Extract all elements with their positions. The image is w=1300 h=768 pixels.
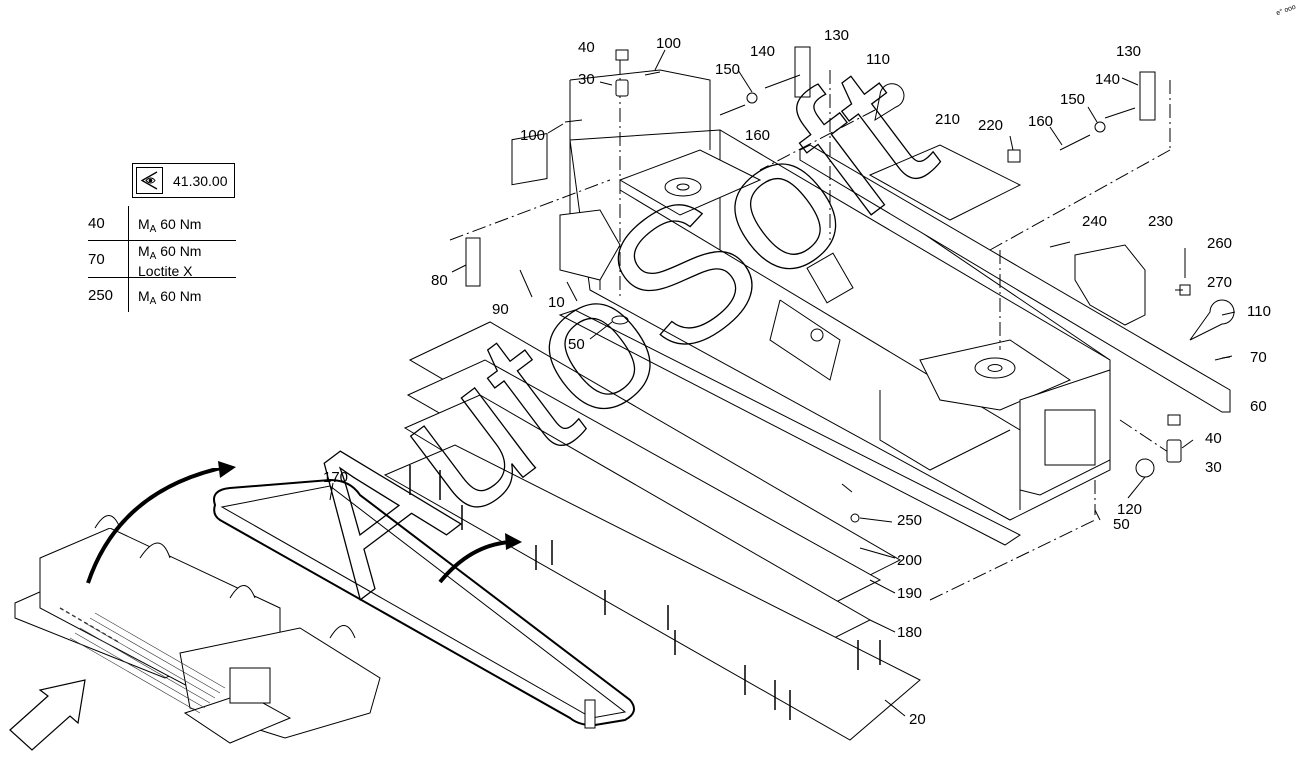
callout-70[interactable]: 70 <box>1250 349 1267 366</box>
arrow-head-lower <box>505 533 522 550</box>
callout-110[interactable]: 110 <box>866 51 890 68</box>
reference-code: 41.30.00 <box>173 173 228 189</box>
main-frame-part-10 <box>559 69 1111 521</box>
bracket-230 <box>1074 244 1146 326</box>
callout-190[interactable]: 190 <box>897 585 923 602</box>
seal-strip-50 <box>558 309 1021 546</box>
callout-150[interactable]: 150 <box>1060 91 1086 108</box>
callout-60[interactable]: 60 <box>1250 398 1267 415</box>
callout-170[interactable]: 170 <box>323 469 349 486</box>
callout-30[interactable]: 30 <box>1205 459 1222 476</box>
table-row: 40 MA 60 Nm <box>88 206 236 241</box>
arrow-head-upper <box>218 461 236 478</box>
callout-150[interactable]: 150 <box>715 61 741 78</box>
curved-arrow-lower <box>438 540 511 584</box>
seal-ring-170 <box>213 478 635 727</box>
callout-10[interactable]: 10 <box>548 294 565 311</box>
callout-110[interactable]: 110 <box>1247 303 1271 320</box>
table-pos: 70 <box>88 251 105 268</box>
callout-260[interactable]: 260 <box>1207 235 1233 252</box>
callout-140[interactable]: 140 <box>1095 71 1121 88</box>
callout-100[interactable]: 100 <box>656 35 682 52</box>
callout-40[interactable]: 40 <box>578 39 595 56</box>
table-pos: 250 <box>88 287 114 304</box>
callout-210[interactable]: 210 <box>935 111 961 128</box>
table-pos: 40 <box>88 215 105 232</box>
callout-40[interactable]: 40 <box>1205 430 1222 447</box>
callout-130[interactable]: 130 <box>1116 43 1142 60</box>
callout-120[interactable]: 120 <box>1117 501 1143 518</box>
table-row: 250 MA 60 Nm <box>88 278 236 312</box>
callout-250[interactable]: 250 <box>897 512 923 529</box>
callout-130[interactable]: 130 <box>824 27 850 44</box>
base-plate-20 <box>383 444 921 741</box>
callout-50[interactable]: 50 <box>1113 516 1130 533</box>
callout-200[interactable]: 200 <box>897 552 923 569</box>
view-direction-arrow <box>9 679 86 751</box>
callout-30[interactable]: 30 <box>578 71 595 88</box>
table-note: Loctite X <box>138 263 193 279</box>
callout-160[interactable]: 160 <box>1028 113 1054 130</box>
callout-100[interactable]: 100 <box>520 127 546 144</box>
callout-240[interactable]: 240 <box>1082 213 1108 230</box>
callout-90[interactable]: 90 <box>492 301 509 318</box>
studs <box>409 465 881 720</box>
callout-230[interactable]: 230 <box>1148 213 1174 230</box>
eye-view-icon <box>136 167 163 194</box>
table-divider <box>128 206 129 312</box>
callout-80[interactable]: 80 <box>431 272 448 289</box>
callout-160[interactable]: 160 <box>745 127 771 144</box>
table-value: MA 60 Nm <box>138 216 202 235</box>
callout-140[interactable]: 140 <box>750 43 776 60</box>
callout-50[interactable]: 50 <box>568 336 585 353</box>
cover-plate-210 <box>868 144 1022 221</box>
callout-180[interactable]: 180 <box>897 624 923 641</box>
rail-part-60 <box>799 144 1231 413</box>
overview-thumbnail <box>9 468 381 751</box>
leader-lines <box>329 49 1236 717</box>
reference-box[interactable]: 41.30.00 <box>132 163 235 198</box>
table-value: MA 60 Nm <box>138 288 202 307</box>
fasteners <box>465 46 1235 729</box>
callout-220[interactable]: 220 <box>978 117 1004 134</box>
callout-270[interactable]: 270 <box>1207 274 1233 291</box>
callout-20[interactable]: 20 <box>909 711 926 728</box>
